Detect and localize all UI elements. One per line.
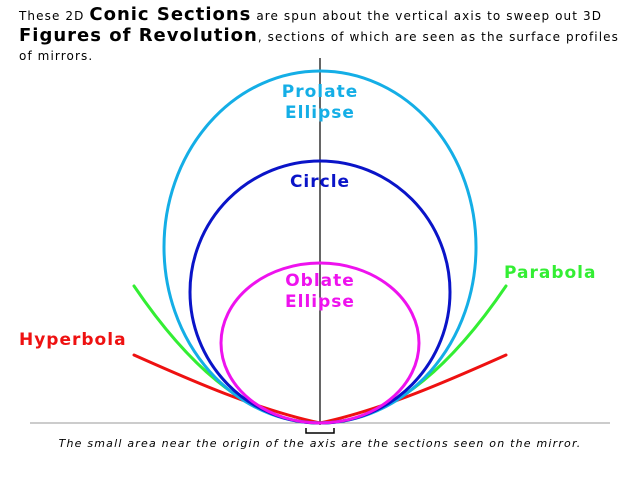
label-oblate-line1: Oblate [285, 271, 355, 291]
caption: The small area near the origin of the ax… [58, 437, 582, 450]
label-prolate-line2: Ellipse [285, 103, 355, 123]
intro-term-figures-of-revolution: Figures of Revolution [19, 25, 258, 46]
intro-text: These 2D Conic Sections are spun about t… [19, 5, 634, 66]
oblate-ellipse-curve [219, 261, 421, 425]
intro-term-conic-sections: Conic Sections [89, 4, 252, 25]
label-parabola: Parabola [504, 263, 596, 283]
label-prolate-line1: Prolate [282, 82, 358, 102]
label-oblate-line2: Ellipse [285, 292, 355, 312]
intro-part-1: These 2D [19, 9, 85, 23]
intro-part-3: , sections of which are seen as the surf… [19, 30, 619, 63]
label-hyperbola: Hyperbola [19, 330, 127, 350]
origin-bracket [305, 428, 335, 434]
intro-part-2: are spun about the vertical axis to swee… [256, 9, 603, 23]
label-circle: Circle [290, 172, 350, 192]
